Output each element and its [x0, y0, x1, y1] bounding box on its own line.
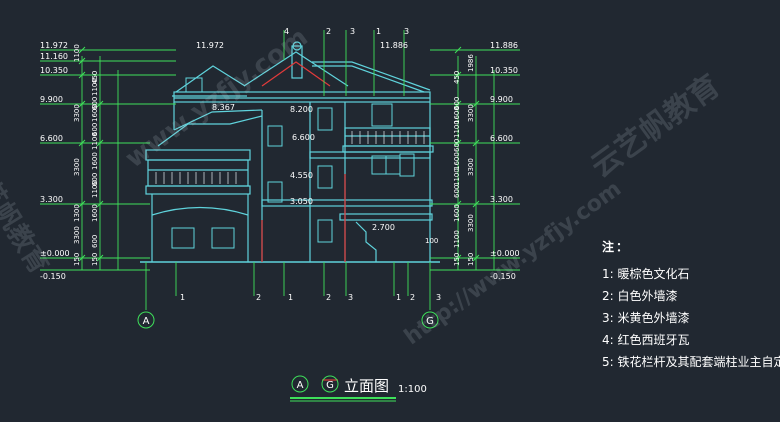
elev-left-7: -0.150: [40, 272, 66, 281]
dim-right-inner-2: 1600: [453, 106, 461, 124]
dim-left-inner-1: 1100: [91, 78, 99, 96]
building-elevation: [140, 41, 440, 263]
marker-top-2: 3: [350, 27, 355, 36]
dim-right-inner-3: 1100: [453, 120, 461, 138]
note-item-2: 2: 白色外墙漆: [602, 289, 678, 303]
note-item-3: 3: 米黄色外墙漆: [602, 311, 690, 325]
elev-left-6: ±0.000: [40, 249, 70, 258]
elev-mid-3: 8.200: [290, 105, 313, 114]
dim-left-outer-5: 150: [73, 253, 81, 266]
note-item-4: 4: 红色西班牙瓦: [602, 333, 690, 347]
grid-label-g: G: [426, 316, 434, 327]
dim-left-inner-2: 600: [91, 97, 99, 110]
elev-right-6: -0.150: [490, 272, 516, 281]
elev-right-2: 9.900: [490, 95, 513, 104]
dim-left-inner-5: 1100: [91, 132, 99, 150]
dim-left-inner-10: 600: [91, 235, 99, 248]
marker-top-1: 2: [326, 27, 331, 36]
dim-left-outer-1: 3300: [73, 104, 81, 122]
elev-mid-1: 11.886: [380, 41, 408, 50]
grid-label-a: A: [143, 316, 150, 327]
elev-left-1: 11.160: [40, 52, 68, 61]
title-block: A G 立面图 1:100: [291, 375, 427, 395]
annotation-labels: 11.972 11.160 10.350 9.900 6.600 3.300 ±0.000 -…: [40, 27, 520, 302]
elev-mid-6: 3.050: [290, 197, 313, 206]
drawing-scale: 1:100: [398, 384, 427, 395]
elev-right-3: 6.600: [490, 134, 513, 143]
elev-right-5: ±0.000: [490, 249, 520, 258]
dim-left-outer-2: 3300: [73, 158, 81, 176]
dim-right-outer-1: 3300: [467, 104, 475, 122]
elev-right-4: 3.300: [490, 195, 513, 204]
elev-right-0: 11.886: [490, 41, 518, 50]
marker-bottom-6: 2: [410, 293, 415, 302]
dim-left-inner-11: 150: [91, 253, 99, 266]
dim-right-outer-2: 3300: [467, 158, 475, 176]
dim-right-outer-0: 1986: [467, 54, 475, 72]
note-item-1: 1: 暖棕色文化石: [602, 267, 690, 281]
marker-bottom-4: 3: [348, 293, 353, 302]
dim-right-inner-8: 1600: [453, 204, 461, 222]
elev-left-5: 3.300: [40, 195, 63, 204]
elev-left-4: 6.600: [40, 134, 63, 143]
title-axis-right: G: [326, 380, 334, 391]
dim-left-inner-3: 1600: [91, 104, 99, 122]
marker-bottom-5: 1: [396, 293, 401, 302]
marker-bottom-2: 1: [288, 293, 293, 302]
dim-left-inner-0: 450: [91, 71, 99, 84]
elev-mid-0: 11.972: [196, 41, 224, 50]
elev-mid-4: 6.600: [292, 133, 315, 142]
marker-top-4: 3: [404, 27, 409, 36]
windows: [171, 77, 415, 249]
elev-mid-2: 8.367: [212, 103, 235, 112]
dim-left-inner-8: 1100: [91, 180, 99, 198]
marker-top-0: 4: [284, 27, 289, 36]
dim-right-inner-6: 1100: [453, 168, 461, 186]
dim-right-inner-7: 600: [453, 185, 461, 198]
dim-left-outer-4: 3300: [73, 226, 81, 244]
notes-heading: 注：: [602, 240, 631, 254]
dim-right-inner-4: 600: [453, 139, 461, 152]
dim-left-outer-3: 1300: [73, 204, 81, 222]
marker-bottom-7: 3: [436, 293, 441, 302]
dim-right-outer-3: 3300: [467, 214, 475, 232]
dim-right-inner-5: 1600: [453, 152, 461, 170]
elev-left-0: 11.972: [40, 41, 68, 50]
dim-right-inner-1: 600: [453, 97, 461, 110]
dimension-lines: [40, 30, 520, 402]
title-axis-left: A: [297, 380, 304, 391]
dim-right-outer-4: 150: [467, 253, 475, 266]
red-material-lines: [261, 61, 346, 381]
grid-bubbles: [137, 311, 439, 329]
marker-bottom-1: 2: [256, 293, 261, 302]
dim-left-inner-9: 1600: [91, 204, 99, 222]
elev-left-3: 9.900: [40, 95, 63, 104]
dim-left-inner-6: 1600: [91, 152, 99, 170]
dim-left-inner-7: 600: [91, 173, 99, 186]
elev-mid-7: 2.700: [372, 223, 395, 232]
dimension-ticks: [78, 46, 480, 262]
elev-left-2: 10.350: [40, 66, 68, 75]
elev-mid-5: 4.550: [290, 171, 313, 180]
dim-right-inner-10: 150: [453, 253, 461, 266]
dim-right-inner-9: 1100: [453, 230, 461, 248]
dim-left-inner-4: 600: [91, 123, 99, 136]
drawing-title: 立面图: [344, 377, 389, 395]
dim-right-inner-0: 450: [453, 71, 461, 84]
note-item-5: 5: 铁花栏杆及其配套端柱业主自定: [602, 355, 780, 369]
marker-top-3: 1: [376, 27, 381, 36]
marker-bottom-0: 1: [180, 293, 185, 302]
railings: [155, 131, 425, 184]
marker-bottom-3: 2: [326, 293, 331, 302]
elev-right-1: 10.350: [490, 66, 518, 75]
misc-label: 100: [425, 237, 438, 245]
notes-panel: 注： 1: 暖棕色文化石 2: 白色外墙漆 3: 米黄色外墙漆 4: 红色西班牙…: [602, 238, 780, 373]
dim-left-outer-0: 1100: [73, 44, 81, 62]
